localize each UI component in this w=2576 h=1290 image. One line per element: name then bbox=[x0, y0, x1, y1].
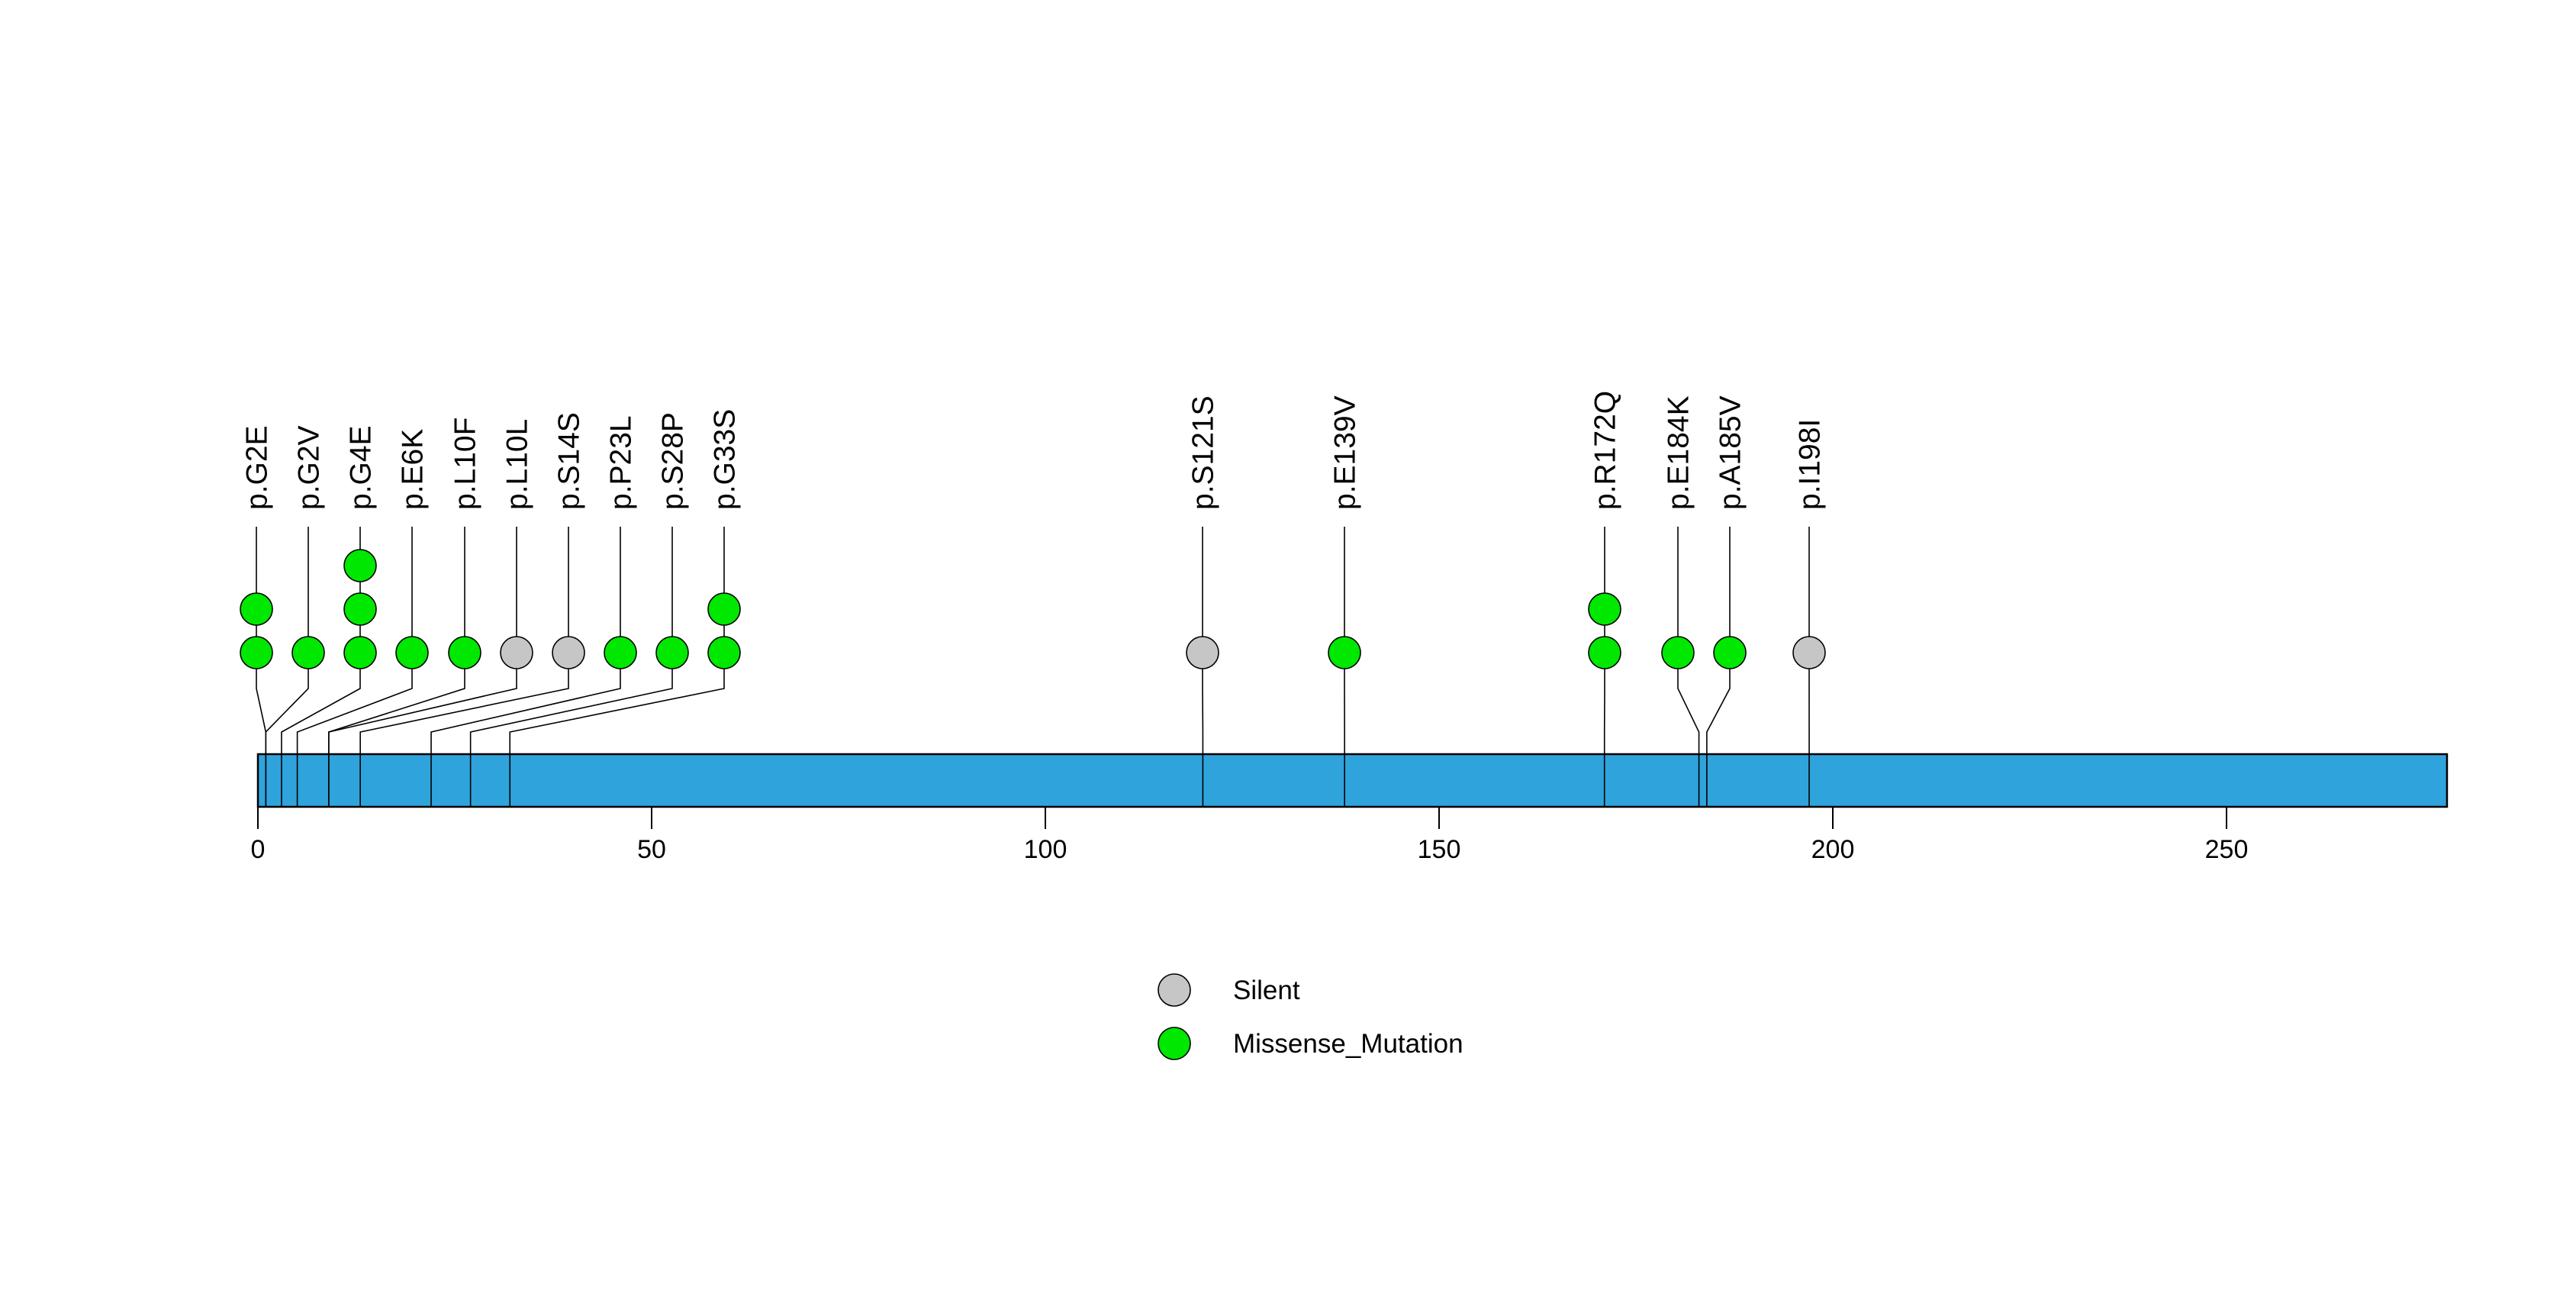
lollipop-stem bbox=[469, 527, 673, 807]
lollipop-stem bbox=[430, 527, 621, 807]
lollipop-p.S28P: p.S28P bbox=[469, 412, 689, 807]
mutation-dot bbox=[291, 636, 325, 669]
mutation-label: p.G33S bbox=[708, 409, 741, 510]
lollipop-p.S121S: p.S121S bbox=[1186, 395, 1219, 807]
lollipop-p.G2V: p.G2V bbox=[265, 425, 325, 807]
lollipop-p.G33S: p.G33S bbox=[509, 409, 741, 807]
lollipop-p.E184K: p.E184K bbox=[1661, 395, 1700, 807]
mutation-dot bbox=[1792, 636, 1826, 669]
mutation-dot bbox=[1328, 636, 1361, 669]
lollipop-p.G2E: p.G2E bbox=[240, 425, 273, 807]
mutation-label: p.S28P bbox=[656, 412, 689, 510]
lollipop-stem bbox=[296, 527, 413, 807]
mutation-label: p.G2E bbox=[240, 425, 273, 510]
mutation-label: p.R172Q bbox=[1589, 391, 1621, 510]
lollipop-p.E6K: p.E6K bbox=[296, 429, 429, 807]
mutation-dot bbox=[655, 636, 689, 669]
legend-item-Silent: Silent bbox=[1158, 973, 1300, 1007]
mutation-label: p.S121S bbox=[1187, 395, 1219, 510]
axis-tick-label: 0 bbox=[251, 835, 266, 864]
legend-dot-icon bbox=[1158, 1027, 1191, 1060]
mutation-label: p.E184K bbox=[1662, 395, 1695, 510]
legend-label: Missense_Mutation bbox=[1233, 1029, 1463, 1059]
lollipop-p.P23L: p.P23L bbox=[430, 415, 637, 807]
mutation-dot bbox=[707, 636, 741, 669]
axis-tick-label: 150 bbox=[1418, 835, 1461, 864]
mutation-dot bbox=[1713, 636, 1747, 669]
mutation-label: p.L10L bbox=[501, 419, 533, 510]
mutation-label: p.E6K bbox=[396, 429, 429, 510]
axis-tick-label: 100 bbox=[1024, 835, 1067, 864]
mutation-label: p.G4E bbox=[344, 425, 377, 510]
lollipop-stem bbox=[1706, 527, 1731, 807]
mutation-dot bbox=[240, 636, 273, 669]
lollipop-p.R172Q: p.R172Q bbox=[1588, 391, 1621, 807]
mutation-label: p.A185V bbox=[1714, 395, 1747, 510]
lollipop-stem bbox=[265, 527, 309, 807]
mutation-dot bbox=[1588, 592, 1621, 626]
mutation-dot bbox=[707, 592, 741, 626]
lollipop-p.I198I: p.I198I bbox=[1792, 419, 1826, 807]
mutation-dot bbox=[1588, 636, 1621, 669]
mutation-dot bbox=[552, 636, 585, 669]
mutation-label: p.G2V bbox=[292, 425, 325, 510]
mutation-dot bbox=[395, 636, 429, 669]
lollipop-p.L10L: p.L10L bbox=[328, 419, 533, 807]
mutation-dot bbox=[448, 636, 481, 669]
mutation-label: p.S14S bbox=[552, 412, 585, 510]
mutation-dot bbox=[1661, 636, 1695, 669]
lollipop-p.S14S: p.S14S bbox=[359, 412, 585, 807]
axis-tick-label: 200 bbox=[1811, 835, 1855, 864]
axis-tick-label: 250 bbox=[2205, 835, 2249, 864]
lollipop-stem bbox=[328, 527, 517, 807]
axis-tick-label: 50 bbox=[637, 835, 666, 864]
legend-item-Missense_Mutation: Missense_Mutation bbox=[1158, 1027, 1463, 1060]
x-axis: 0 50 100 150 200 250 bbox=[251, 807, 2249, 864]
mutation-dot bbox=[1186, 636, 1219, 669]
mutation-dot bbox=[604, 636, 637, 669]
mutation-label: p.P23L bbox=[604, 415, 637, 510]
mutation-dot bbox=[343, 549, 377, 582]
lollipop-p.G4E: p.G4E bbox=[281, 425, 377, 807]
mutation-dot bbox=[240, 592, 273, 626]
lollipop-stem bbox=[1677, 527, 1700, 807]
mutation-dot bbox=[343, 636, 377, 669]
mutation-dot bbox=[500, 636, 533, 669]
lollipop-p.E139V: p.E139V bbox=[1328, 395, 1361, 807]
mutation-label: p.E139V bbox=[1328, 395, 1361, 510]
legend-label: Silent bbox=[1233, 976, 1300, 1005]
mutation-label: p.I198I bbox=[1793, 419, 1826, 510]
protein-bar bbox=[256, 753, 2449, 808]
legend-dot-icon bbox=[1158, 973, 1191, 1007]
lollipop-p.A185V: p.A185V bbox=[1706, 395, 1747, 807]
lollipop-stem bbox=[359, 527, 569, 807]
mutation-label: p.L10F bbox=[449, 418, 481, 510]
mutation-dot bbox=[343, 592, 377, 626]
